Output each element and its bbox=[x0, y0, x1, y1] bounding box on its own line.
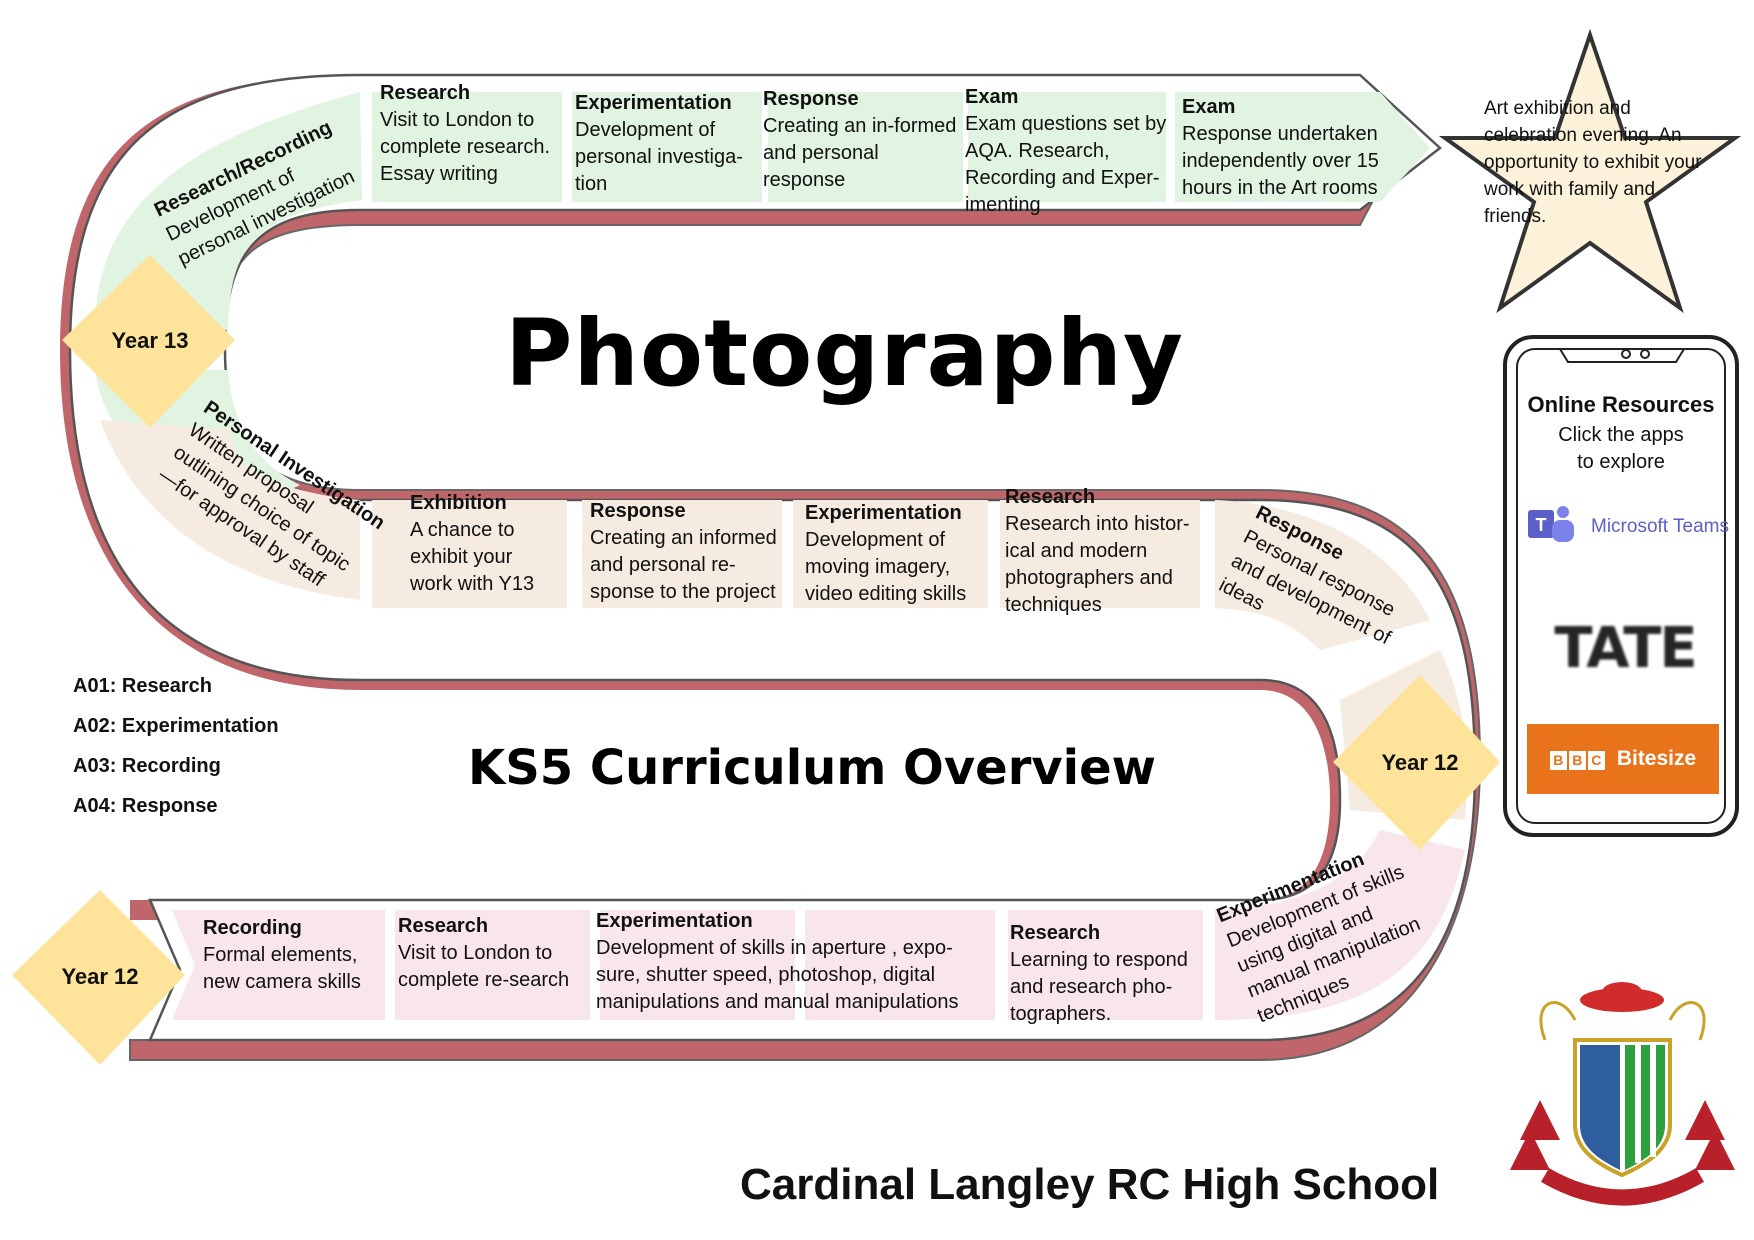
objective-a02: A02: Experimentation bbox=[73, 715, 279, 737]
step-text: Visit to London to complete re-search bbox=[398, 942, 570, 991]
phone-camera-dot-2 bbox=[1640, 349, 1650, 359]
step-heading: Exam bbox=[965, 86, 1019, 108]
teams-icon: T bbox=[1528, 506, 1574, 542]
segment-beige-arc bbox=[100, 420, 360, 600]
step-text: Creating an informed and personal re-spo… bbox=[590, 527, 777, 603]
phone-inner bbox=[1516, 348, 1726, 824]
step-text: Response undertaken independently over 1… bbox=[1182, 123, 1379, 199]
segment-green-5 bbox=[1175, 92, 1430, 202]
step-text: Visit to London to complete research. Es… bbox=[380, 109, 551, 185]
step-heading: Research bbox=[380, 82, 471, 104]
step-recording: Recording Formal elements, new camera sk… bbox=[203, 915, 383, 996]
step-heading: Recording bbox=[203, 917, 302, 939]
step-heading: Experimentation bbox=[575, 92, 732, 114]
objective-a04: A04: Response bbox=[73, 795, 218, 817]
step-text: Development of skills in aperture , expo… bbox=[596, 937, 959, 1013]
step-text: Exam questions set by AQA. Research, Rec… bbox=[965, 113, 1167, 216]
segment-green-1 bbox=[372, 92, 562, 202]
page-subtitle: KS5 Curriculum Overview bbox=[468, 740, 1157, 796]
microsoft-teams-app-link[interactable]: Microsoft Teams bbox=[1591, 516, 1729, 537]
step-text: Research into histor-ical and modern pho… bbox=[1005, 513, 1190, 616]
step-text: A chance to exhibit your work with Y13 bbox=[410, 519, 535, 595]
step-heading: Response bbox=[763, 88, 859, 110]
step-heading: Research bbox=[1005, 486, 1096, 508]
step-experimentation-bottom: Experimentation Development of skills in… bbox=[596, 908, 991, 1016]
online-resources-title: Online Resources bbox=[1527, 392, 1715, 417]
step-research-london: Research Visit to London to complete res… bbox=[380, 80, 565, 188]
online-resources-subtitle: Click the apps to explore bbox=[1505, 422, 1737, 476]
step-text: Development of moving imagery, video edi… bbox=[805, 529, 967, 605]
step-response-middle: Response Creating an informed and person… bbox=[590, 498, 790, 606]
school-crest bbox=[1510, 982, 1735, 1206]
star-shape bbox=[1438, 28, 1742, 314]
segment-pink-2 bbox=[395, 910, 590, 1020]
segment-beige-4 bbox=[1000, 500, 1200, 608]
segment-green-4 bbox=[968, 92, 1166, 202]
step-heading: Experimentation bbox=[596, 910, 753, 932]
segment-pink-1 bbox=[172, 910, 385, 1020]
bbc-bitesize-label: Bitesize bbox=[1616, 747, 1697, 770]
subtitle-line-1: Click the apps bbox=[1558, 424, 1684, 446]
segment-beige-2 bbox=[582, 500, 782, 608]
step-exam-response: Exam Response undertaken independently o… bbox=[1182, 94, 1397, 202]
step-experimentation-middle: Experimentation Development of moving im… bbox=[805, 500, 995, 608]
diamond-year12-mid bbox=[1333, 675, 1500, 850]
step-text: Creating an in-formed and personal respo… bbox=[763, 115, 957, 191]
year-marker-12-bottom: Year 12 bbox=[61, 964, 139, 989]
year-marker-13: Year 13 bbox=[111, 328, 189, 353]
step-heading: Exhibition bbox=[410, 492, 507, 514]
segment-pink-3 bbox=[600, 910, 795, 1020]
segment-beige-arc-right bbox=[1215, 500, 1430, 650]
star-note: Art exhibition and celebration evening. … bbox=[1484, 98, 1702, 227]
segment-beige-3 bbox=[793, 500, 988, 608]
step-heading: Research bbox=[398, 915, 489, 937]
tate-app-link[interactable]: TATE bbox=[1554, 616, 1697, 681]
phone-notch bbox=[1559, 348, 1685, 363]
segment-pink-4 bbox=[805, 910, 995, 1020]
step-text: Development of personal investiga-tion bbox=[575, 119, 743, 195]
subtitle-line-2: to explore bbox=[1577, 451, 1665, 473]
segment-beige-1 bbox=[372, 500, 567, 608]
step-research-photographers: Research Learning to respond and researc… bbox=[1010, 920, 1205, 1028]
step-response-top: Response Creating an in-formed and perso… bbox=[763, 86, 958, 194]
step-text: Learning to respond and research pho-tog… bbox=[1010, 949, 1188, 1025]
page-title: Photography bbox=[505, 300, 1184, 407]
step-research-middle: Research Research into histor-ical and m… bbox=[1005, 484, 1205, 619]
segment-pink-arc bbox=[1215, 830, 1465, 1020]
step-text: Formal elements, new camera skills bbox=[203, 944, 361, 993]
step-heading: Research bbox=[1010, 922, 1101, 944]
step-heading: Experimentation bbox=[805, 502, 962, 524]
diamond-year13 bbox=[62, 255, 235, 428]
phone-frame bbox=[1503, 335, 1739, 837]
segment-green-3 bbox=[768, 92, 963, 202]
diamond-year12-bottom bbox=[12, 890, 185, 1065]
school-name: Cardinal Langley RC High School bbox=[740, 1160, 1440, 1209]
step-exam-questions: Exam Exam questions set by AQA. Research… bbox=[965, 84, 1175, 219]
step-experimentation-top: Experimentation Development of personal … bbox=[575, 90, 755, 198]
step-exhibition: Exhibition A chance to exhibit your work… bbox=[410, 490, 560, 598]
year-marker-12-middle: Year 12 bbox=[1381, 750, 1459, 775]
step-research-bottom: Research Visit to London to complete re-… bbox=[398, 913, 583, 994]
segment-green-2 bbox=[572, 92, 762, 202]
svg-text:T: T bbox=[1536, 515, 1547, 535]
phone-camera-dot-1 bbox=[1621, 349, 1631, 359]
objective-a01: A01: Research bbox=[73, 675, 212, 697]
segment-pink-5 bbox=[1008, 910, 1203, 1020]
objective-a03: A03: Recording bbox=[73, 755, 221, 777]
step-heading: Exam bbox=[1182, 96, 1236, 118]
step-heading: Response bbox=[590, 500, 686, 522]
